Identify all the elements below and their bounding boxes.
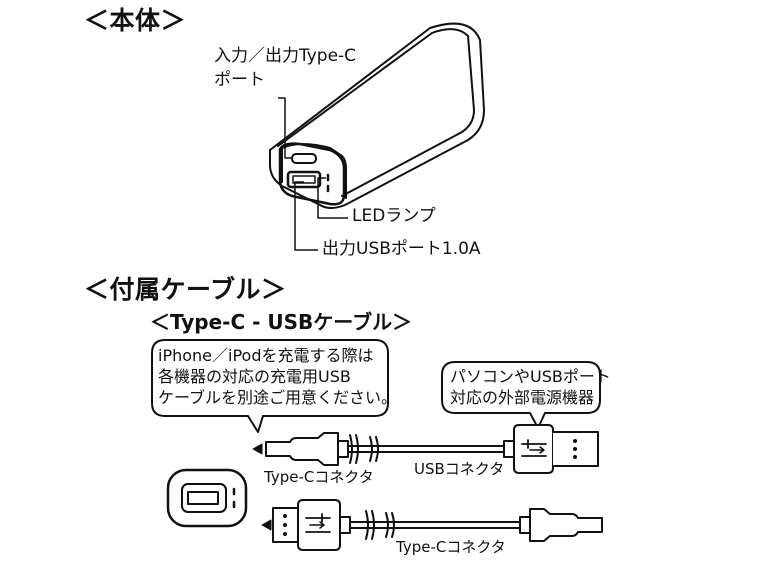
cable-top [252,424,599,474]
callout-bubble-pc [441,361,601,429]
section-heading-accessories: ＜付属ケーブル＞ [84,275,287,304]
leader-lines [278,97,348,251]
callout-bubble-iphone [151,339,389,433]
callout-iphone-line-2: 各機器の対応の充電用USB [158,367,351,386]
label-usb-connector: USBコネクタ [414,460,505,478]
label-led-lamp: LEDランプ [352,206,436,226]
callout-iphone-line-1: iPhone／iPodを充電する際は [158,346,374,365]
label-type-c-port-line2: ポート [214,70,265,90]
port-detail-illustration [166,468,248,528]
power-bank-illustration [269,22,485,209]
label-type-c-port: 入力／出力Type-C [214,46,357,66]
callout-iphone-line-3: ケーブルを別途ご用意ください。 [158,388,398,407]
label-type-c-connector-top: Type-Cコネクタ [264,468,374,486]
cable-bottom [261,499,603,551]
callout-iphone-text: iPhone／iPodを充電する際は 各機器の対応の充電用USB ケーブルを別途… [158,345,397,408]
label-usb-output-port: 出力USBポート1.0A [322,239,481,259]
callout-pc-text: パソコンやUSBポート 対応の外部電源機器 [450,366,611,408]
callout-pc-line-1: パソコンやUSBポート [450,367,611,386]
label-type-c-connector-bottom: Type-Cコネクタ [396,538,506,556]
callout-pc-line-2: 対応の外部電源機器 [450,388,595,407]
cable-title: ＜Type-C - USBケーブル＞ [150,310,413,334]
section-heading-main-unit: ＜本体＞ [84,6,187,35]
